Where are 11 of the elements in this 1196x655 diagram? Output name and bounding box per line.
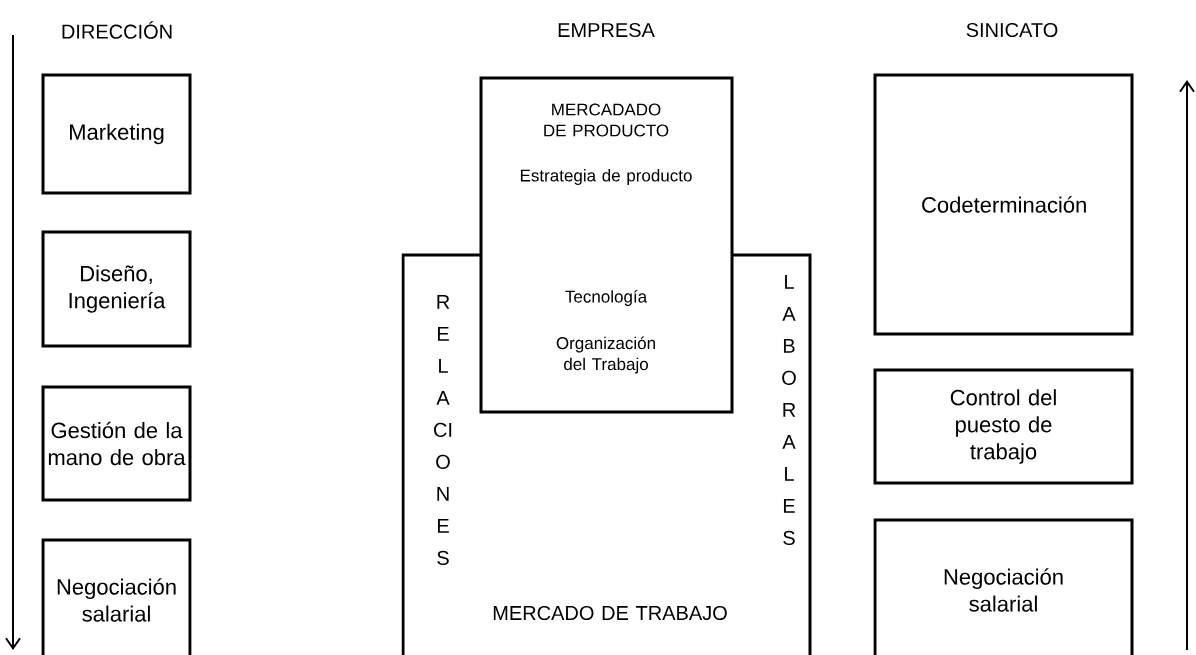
text-box: Diseño, Ingeniería [41, 230, 192, 348]
text-box: Negociación salarial [41, 538, 192, 655]
text-box: MERCADADO DE PRODUCTO Estrategia de producto Tecnología Organización del Trabajo [479, 76, 734, 414]
column-heading: EMPRESA [558, 22, 655, 38]
column-heading: DIRECCIÓN [62, 21, 172, 39]
text-box: Marketing [41, 73, 192, 195]
column-heading: SINICATO [966, 22, 1058, 38]
text-box: Control del puesto de trabajo [873, 368, 1134, 485]
text-box: Negociación salarial [873, 518, 1134, 655]
text-box: Codeterminación [873, 73, 1134, 336]
text-box: Gestión de la mano de obra [41, 385, 192, 502]
